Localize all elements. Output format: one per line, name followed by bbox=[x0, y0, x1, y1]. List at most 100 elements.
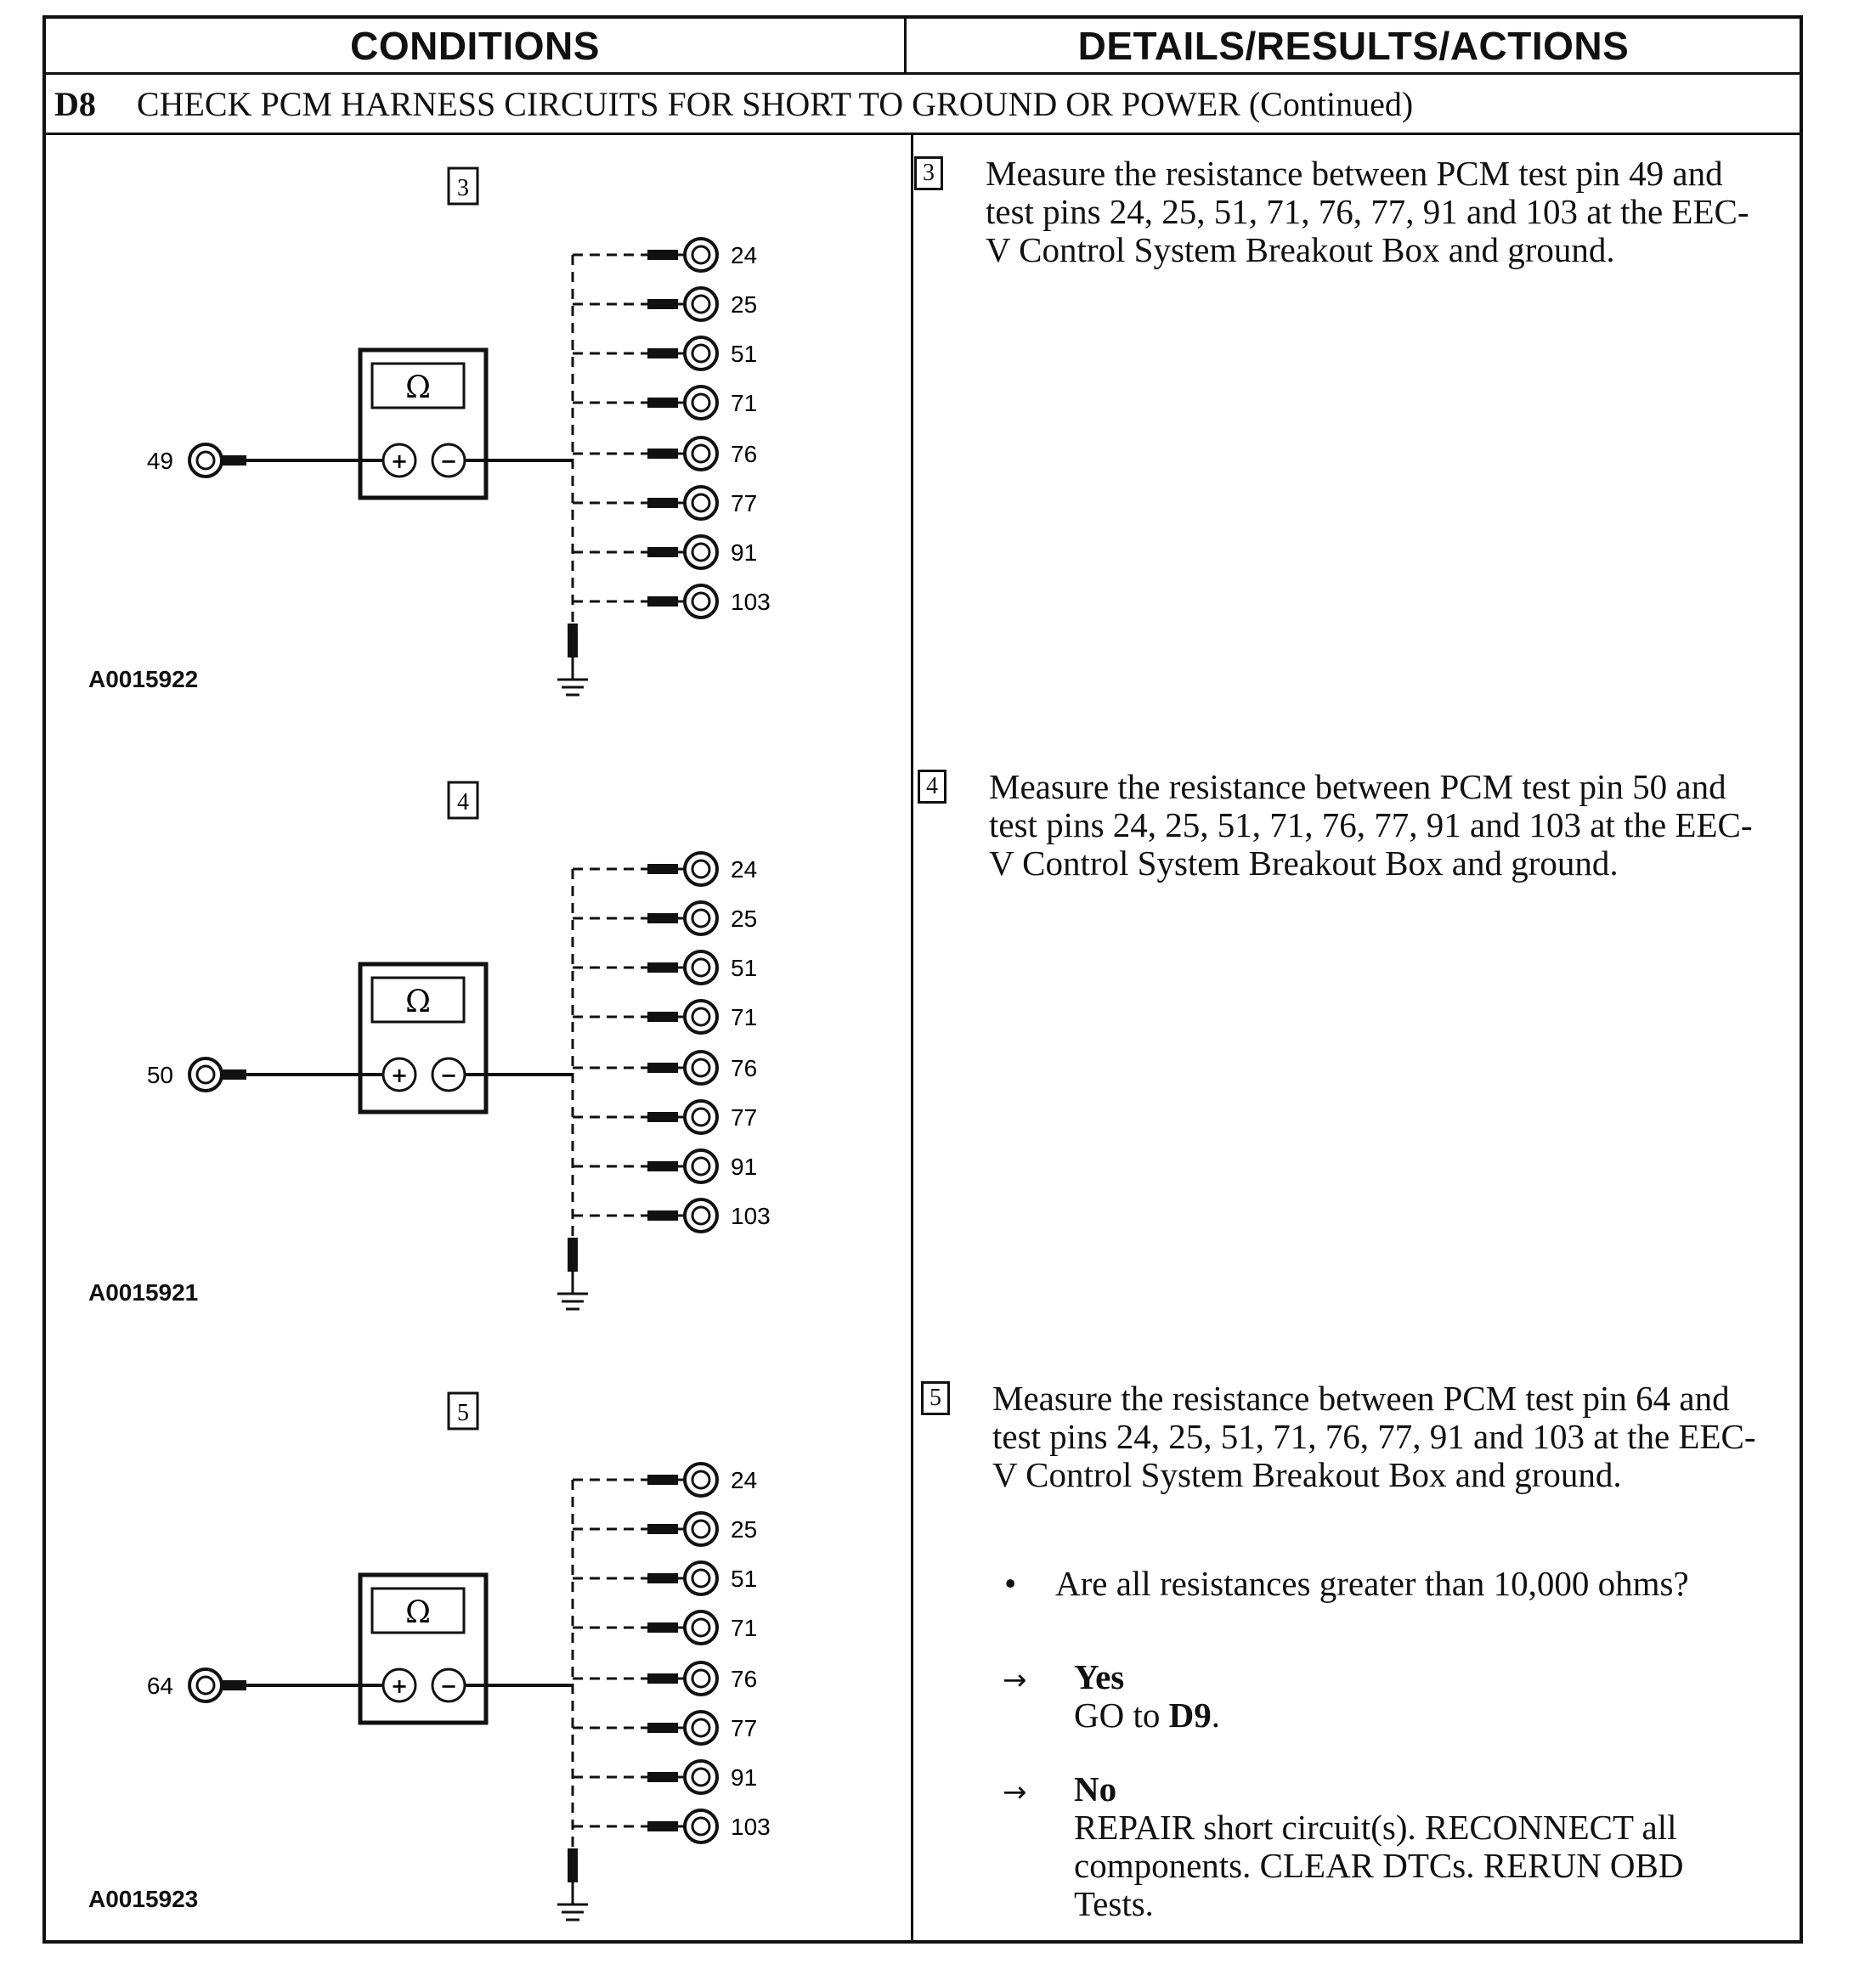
source-pin-jack-inner bbox=[195, 1064, 216, 1085]
test-pin-jack-77-inner bbox=[691, 1107, 711, 1127]
probe-plug-25 bbox=[647, 913, 678, 923]
probe-plug-25 bbox=[647, 299, 678, 309]
test-pin-jack-76-inner bbox=[691, 1058, 711, 1078]
test-pin-label: 103 bbox=[731, 1814, 771, 1840]
test-pin-label: 51 bbox=[731, 1566, 757, 1592]
title-rule bbox=[46, 133, 1800, 135]
substep-text-5: Measure the resistance between PCM test … bbox=[992, 1379, 1756, 1494]
figure-step-number: 4 bbox=[457, 789, 469, 815]
test-pin-label: 24 bbox=[731, 856, 757, 883]
test-pin-label: 24 bbox=[731, 1467, 757, 1493]
probe-plug-51 bbox=[647, 348, 678, 358]
header-divider bbox=[904, 19, 907, 72]
probe-plug-76 bbox=[647, 449, 678, 459]
test-pin-jack-25-inner bbox=[691, 1519, 711, 1539]
test-pin-label: 71 bbox=[731, 1615, 757, 1641]
ohmmeter-display bbox=[370, 1587, 466, 1634]
probe-plug-71 bbox=[647, 398, 678, 408]
probe-plug-25 bbox=[647, 1524, 678, 1534]
test-pin-label: 51 bbox=[731, 341, 757, 367]
source-probe-plug bbox=[221, 455, 246, 466]
step-title: CHECK PCM HARNESS CIRCUITS FOR SHORT TO … bbox=[136, 84, 1414, 123]
substep-number-3: 3 bbox=[914, 156, 943, 190]
probe-plug-51 bbox=[647, 1573, 678, 1583]
answer-yes-suffix: . bbox=[1211, 1696, 1220, 1735]
test-pin-label: 77 bbox=[731, 1715, 757, 1741]
probe-plug-77 bbox=[647, 1112, 678, 1122]
test-pin-label: 71 bbox=[731, 390, 757, 416]
question-text: Are all resistances greater than 10,000 … bbox=[1055, 1564, 1689, 1603]
figure-step-box bbox=[447, 1391, 479, 1430]
substep-number-4: 4 bbox=[918, 770, 946, 804]
figure-step-box bbox=[447, 781, 479, 820]
arrow-right-icon: → bbox=[1003, 1663, 1027, 1697]
source-pin-jack-inner bbox=[195, 450, 216, 471]
arrow-right-icon: → bbox=[1003, 1775, 1027, 1809]
test-pin-jack-71-inner bbox=[691, 1617, 711, 1638]
test-pin-jack-25-inner bbox=[691, 294, 711, 314]
details-header: DETAILS/RESULTS/ACTIONS bbox=[1077, 23, 1630, 68]
ohm-symbol: Ω bbox=[405, 370, 431, 405]
probe-plug-103 bbox=[647, 596, 678, 607]
answer-yes-target: D9 bbox=[1168, 1696, 1212, 1735]
test-pin-jack-51-inner bbox=[691, 343, 711, 364]
test-pin-jack-77-inner bbox=[691, 1718, 711, 1738]
procedure-table: CONDITIONS DETAILS/RESULTS/ACTIONS D8 CH… bbox=[42, 15, 1803, 1944]
substep-number-5: 5 bbox=[921, 1381, 950, 1415]
test-pin-jack-103-inner bbox=[691, 591, 711, 612]
probe-plug-103 bbox=[647, 1210, 678, 1221]
ground-probe-plug bbox=[568, 1238, 578, 1272]
substep-text-3: Measure the resistance between PCM test … bbox=[986, 154, 1749, 269]
test-pin-jack-103-inner bbox=[691, 1205, 711, 1226]
source-pin-label: 49 bbox=[147, 448, 173, 474]
ohm-symbol: Ω bbox=[405, 1595, 431, 1630]
ohm-symbol: Ω bbox=[405, 985, 431, 1019]
step-title-row: D8 CHECK PCM HARNESS CIRCUITS FOR SHORT … bbox=[54, 75, 1413, 133]
answer-no-action: REPAIR short circuit(s). RECONNECT all c… bbox=[1074, 1808, 1684, 1923]
ground-probe-plug bbox=[568, 624, 578, 657]
test-pin-jack-91-inner bbox=[691, 542, 711, 562]
test-pin-jack-76-inner bbox=[691, 443, 711, 464]
test-pin-label: 77 bbox=[731, 490, 757, 516]
probe-plug-51 bbox=[647, 962, 678, 973]
probe-plug-24 bbox=[647, 1475, 678, 1485]
test-pin-label: 51 bbox=[731, 955, 757, 981]
test-pin-label: 91 bbox=[731, 539, 757, 566]
substep-text-4: Measure the resistance between PCM test … bbox=[989, 767, 1753, 883]
source-pin-label: 50 bbox=[147, 1062, 173, 1088]
probe-plug-91 bbox=[647, 1161, 678, 1171]
test-pin-label: 103 bbox=[731, 589, 771, 615]
source-pin-label: 64 bbox=[147, 1673, 173, 1699]
answer-yes-prefix: GO to bbox=[1074, 1696, 1169, 1735]
test-pin-jack-91-inner bbox=[691, 1156, 711, 1177]
plus-sign: + bbox=[391, 449, 408, 473]
figure-id-3: A0015922 bbox=[88, 666, 199, 692]
probe-plug-71 bbox=[647, 1622, 678, 1633]
ohmmeter-display bbox=[370, 976, 466, 1024]
test-pin-jack-24-inner bbox=[691, 859, 711, 879]
probe-plug-91 bbox=[647, 547, 678, 557]
test-pin-label: 76 bbox=[731, 1666, 757, 1692]
test-pin-jack-76-inner bbox=[691, 1668, 711, 1689]
header-rule bbox=[46, 72, 1800, 75]
probe-plug-77 bbox=[647, 1723, 678, 1733]
test-pin-jack-103-inner bbox=[691, 1816, 711, 1837]
test-pin-jack-51-inner bbox=[691, 957, 711, 978]
figure-step-number: 5 bbox=[457, 1400, 469, 1426]
test-pin-label: 103 bbox=[731, 1203, 771, 1229]
probe-plug-24 bbox=[647, 250, 678, 260]
test-pin-label: 71 bbox=[731, 1004, 757, 1030]
figure-step-number: 3 bbox=[457, 175, 469, 201]
answer-yes-action: GO to D9. bbox=[1074, 1696, 1771, 1735]
test-pin-label: 77 bbox=[731, 1104, 757, 1131]
ground-probe-plug bbox=[568, 1848, 578, 1882]
test-pin-jack-24-inner bbox=[691, 1470, 711, 1490]
test-pin-label: 25 bbox=[731, 906, 757, 932]
test-pin-jack-24-inner bbox=[691, 245, 711, 265]
source-probe-plug bbox=[221, 1680, 246, 1690]
test-pin-jack-25-inner bbox=[691, 908, 711, 928]
minus-sign: − bbox=[440, 1064, 457, 1087]
